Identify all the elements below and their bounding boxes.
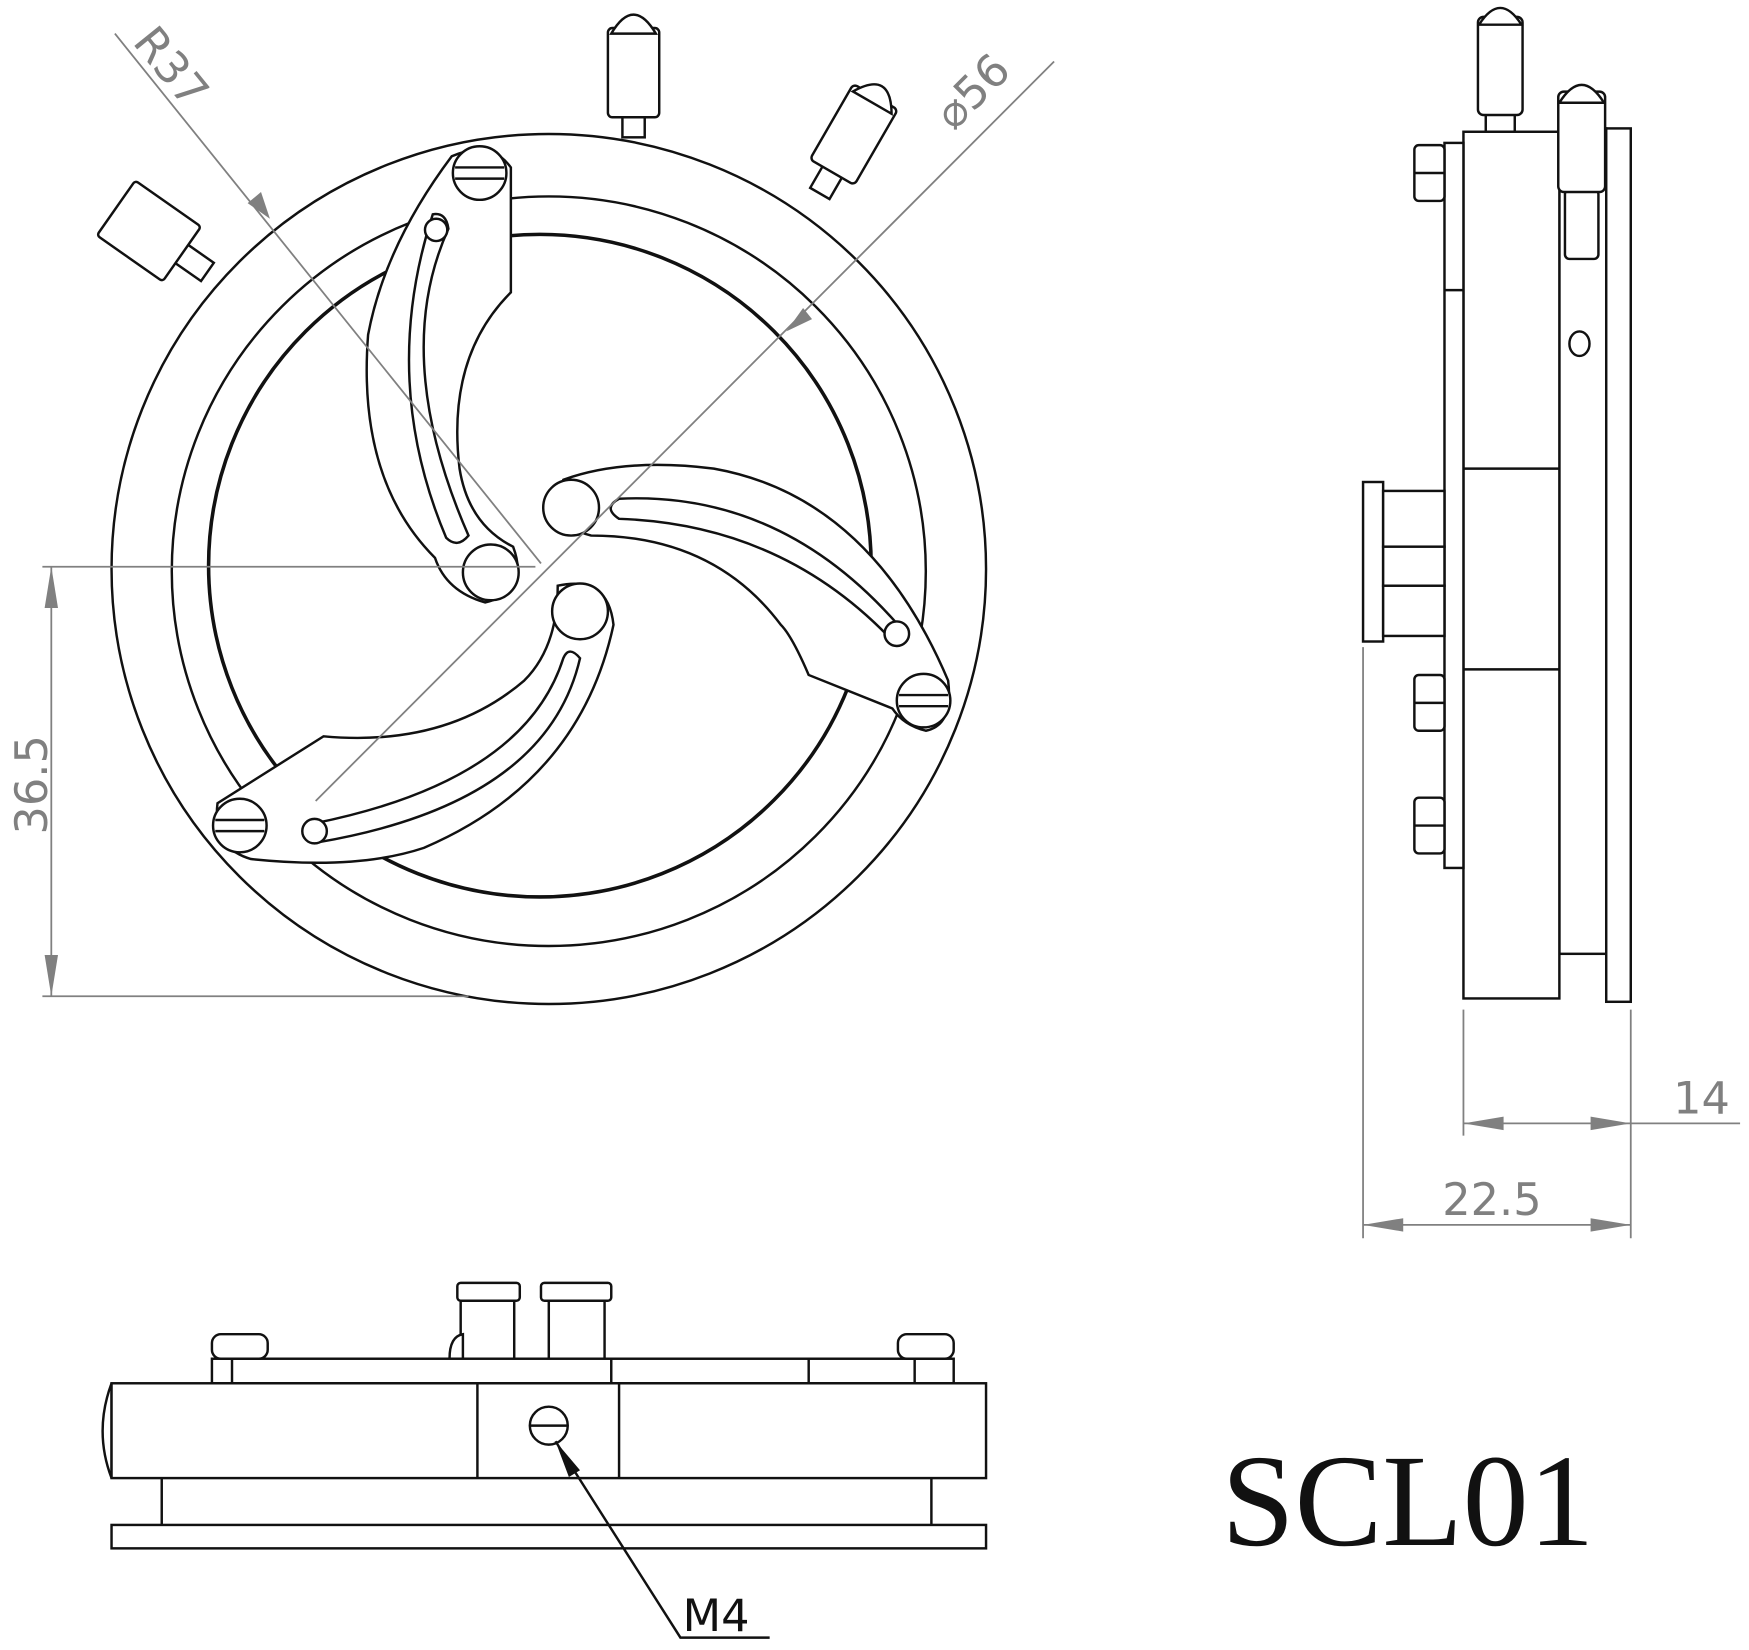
bottom-view: M4 [101,1281,988,1642]
pivot-screw [211,797,268,854]
screw-head-left [210,1332,269,1360]
top-strip [210,1357,955,1385]
bottom-body [110,1382,988,1480]
side-front-plate [1604,127,1632,1004]
side-back-plate [1443,141,1465,870]
screw-head-right [896,1332,955,1360]
total-thickness-label: 22.5 [1442,1174,1541,1226]
dimension-height: 36.5 [6,565,536,998]
side-knob [1361,480,1446,643]
plate-thickness-label: 14 [1673,1072,1730,1124]
front-view: R37 ⌀56 36.5 [6,13,1055,1006]
actuator-pin-right [808,83,898,201]
dimension-total-thickness: 22.5 [1363,1174,1631,1232]
height-label: 36.5 [6,735,58,834]
bottom-plate [110,1523,988,1550]
pivot-screw [895,672,952,729]
side-view: 14 22.5 [1361,6,1741,1239]
pivot-screw [451,145,508,202]
iris-blade-3 [211,582,615,864]
side-pin-1 [1476,6,1524,133]
diameter-label: ⌀56 [925,44,1021,140]
part-number: SCL01 [1221,1429,1594,1574]
m4-leader: M4 [554,1440,770,1642]
actuator-pin-top [606,13,661,139]
side-body [1462,130,1561,1000]
dimension-plate-thickness: 14 [1463,1072,1741,1131]
iris-blade-2 [541,463,952,733]
thread-label: M4 [683,1590,750,1642]
side-pin-2 [1557,83,1607,358]
inner-ring [170,195,928,948]
iris-blade-1 [365,145,520,604]
locking-knob [96,180,216,283]
radius-label: R37 [123,17,219,118]
side-screw-heads [1413,143,1446,855]
